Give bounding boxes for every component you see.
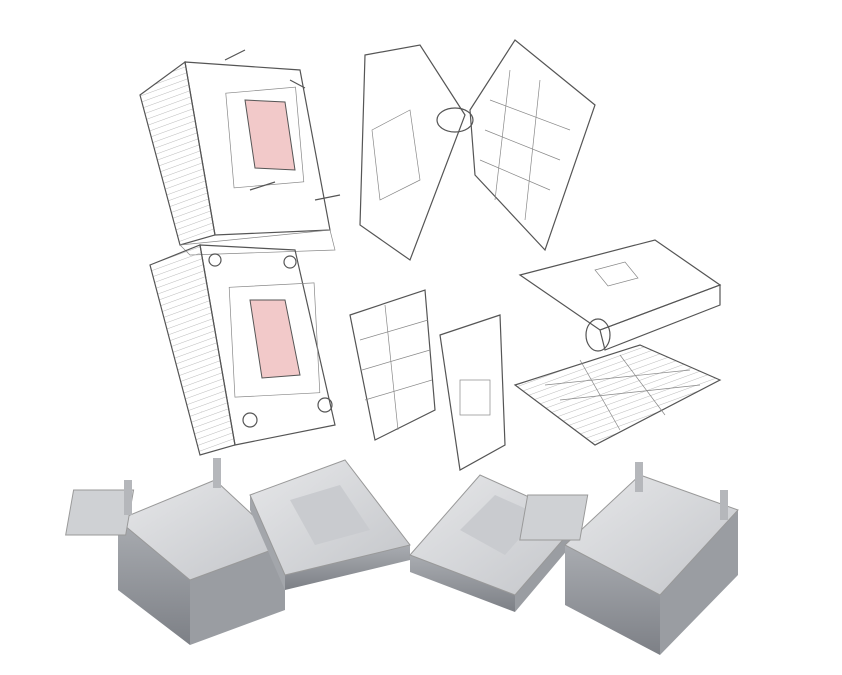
- mold-render-1: [65, 458, 286, 645]
- mold-render-2: [249, 459, 411, 590]
- part-sketch-right: [513, 239, 722, 446]
- part-sketch-top-middle: [359, 39, 596, 261]
- mold-sketch-upper-left: [139, 49, 341, 256]
- part-sketch-center: [349, 289, 506, 471]
- mold-render-4: [519, 462, 739, 655]
- mold-sketch-lower-left: [149, 244, 336, 456]
